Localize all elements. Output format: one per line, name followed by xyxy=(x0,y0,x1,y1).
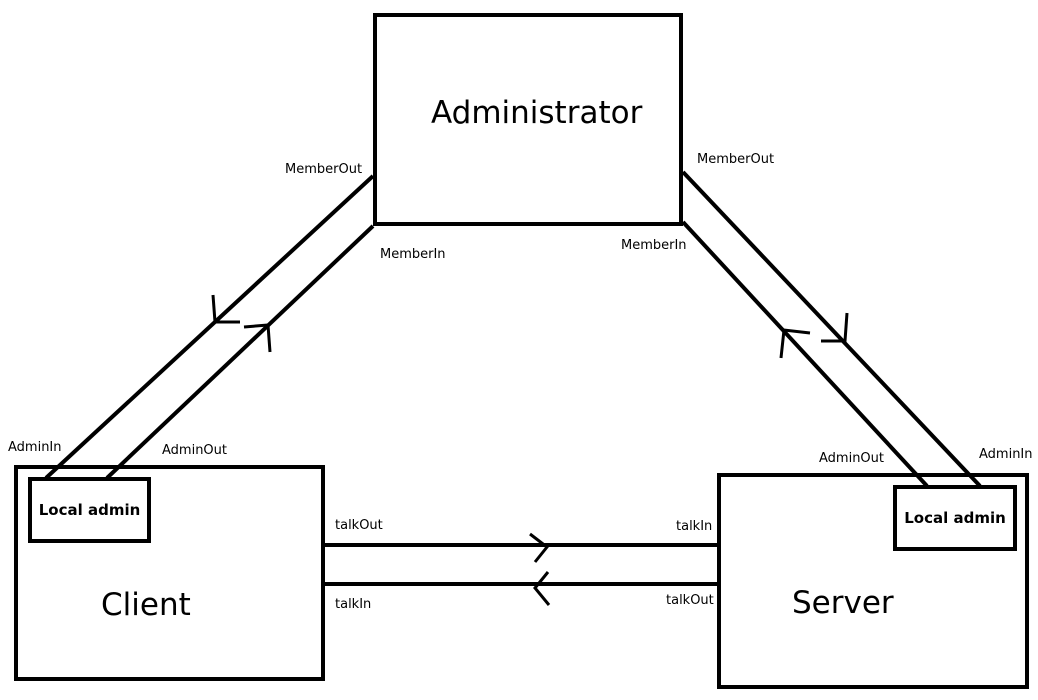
server-node xyxy=(717,473,1029,689)
arrow-admin-out-to-admin-right xyxy=(779,328,811,359)
administrator-label: Administrator xyxy=(431,95,643,131)
arrow-talk-right xyxy=(529,532,550,563)
port-admin-member-in-right: MemberIn xyxy=(621,238,687,253)
port-admin-member-out-right: MemberOut xyxy=(697,152,775,167)
port-server-admin-out: AdminOut xyxy=(819,451,884,466)
client-label: Client xyxy=(101,587,191,623)
port-client-admin-in: AdminIn xyxy=(8,440,62,455)
link-server-admin-inner xyxy=(681,220,929,488)
client-node xyxy=(14,465,325,681)
port-client-admin-out: AdminOut xyxy=(162,443,227,458)
link-server-admin-outer xyxy=(681,170,982,488)
client-local-admin: Local admin xyxy=(28,477,151,543)
port-server-admin-in: AdminIn xyxy=(979,447,1033,462)
port-server-talk-out: talkOut xyxy=(666,593,714,608)
port-admin-member-in-left: MemberIn xyxy=(380,247,446,262)
link-client-admin-inner xyxy=(105,224,375,480)
arrow-talk-left xyxy=(533,571,551,606)
server-label: Server xyxy=(792,585,894,621)
arrow-admin-out-to-admin xyxy=(243,323,272,353)
server-local-admin: Local admin xyxy=(893,485,1017,551)
arrow-member-out-to-client xyxy=(211,294,240,324)
link-client-admin-outer xyxy=(44,174,375,480)
administrator-node xyxy=(373,13,683,226)
port-server-talk-in: talkIn xyxy=(676,519,713,534)
port-client-talk-in: talkIn xyxy=(335,597,372,612)
arrow-member-out-to-server xyxy=(821,312,849,343)
port-admin-member-out-left: MemberOut xyxy=(285,162,363,177)
port-client-talk-out: talkOut xyxy=(335,518,383,533)
